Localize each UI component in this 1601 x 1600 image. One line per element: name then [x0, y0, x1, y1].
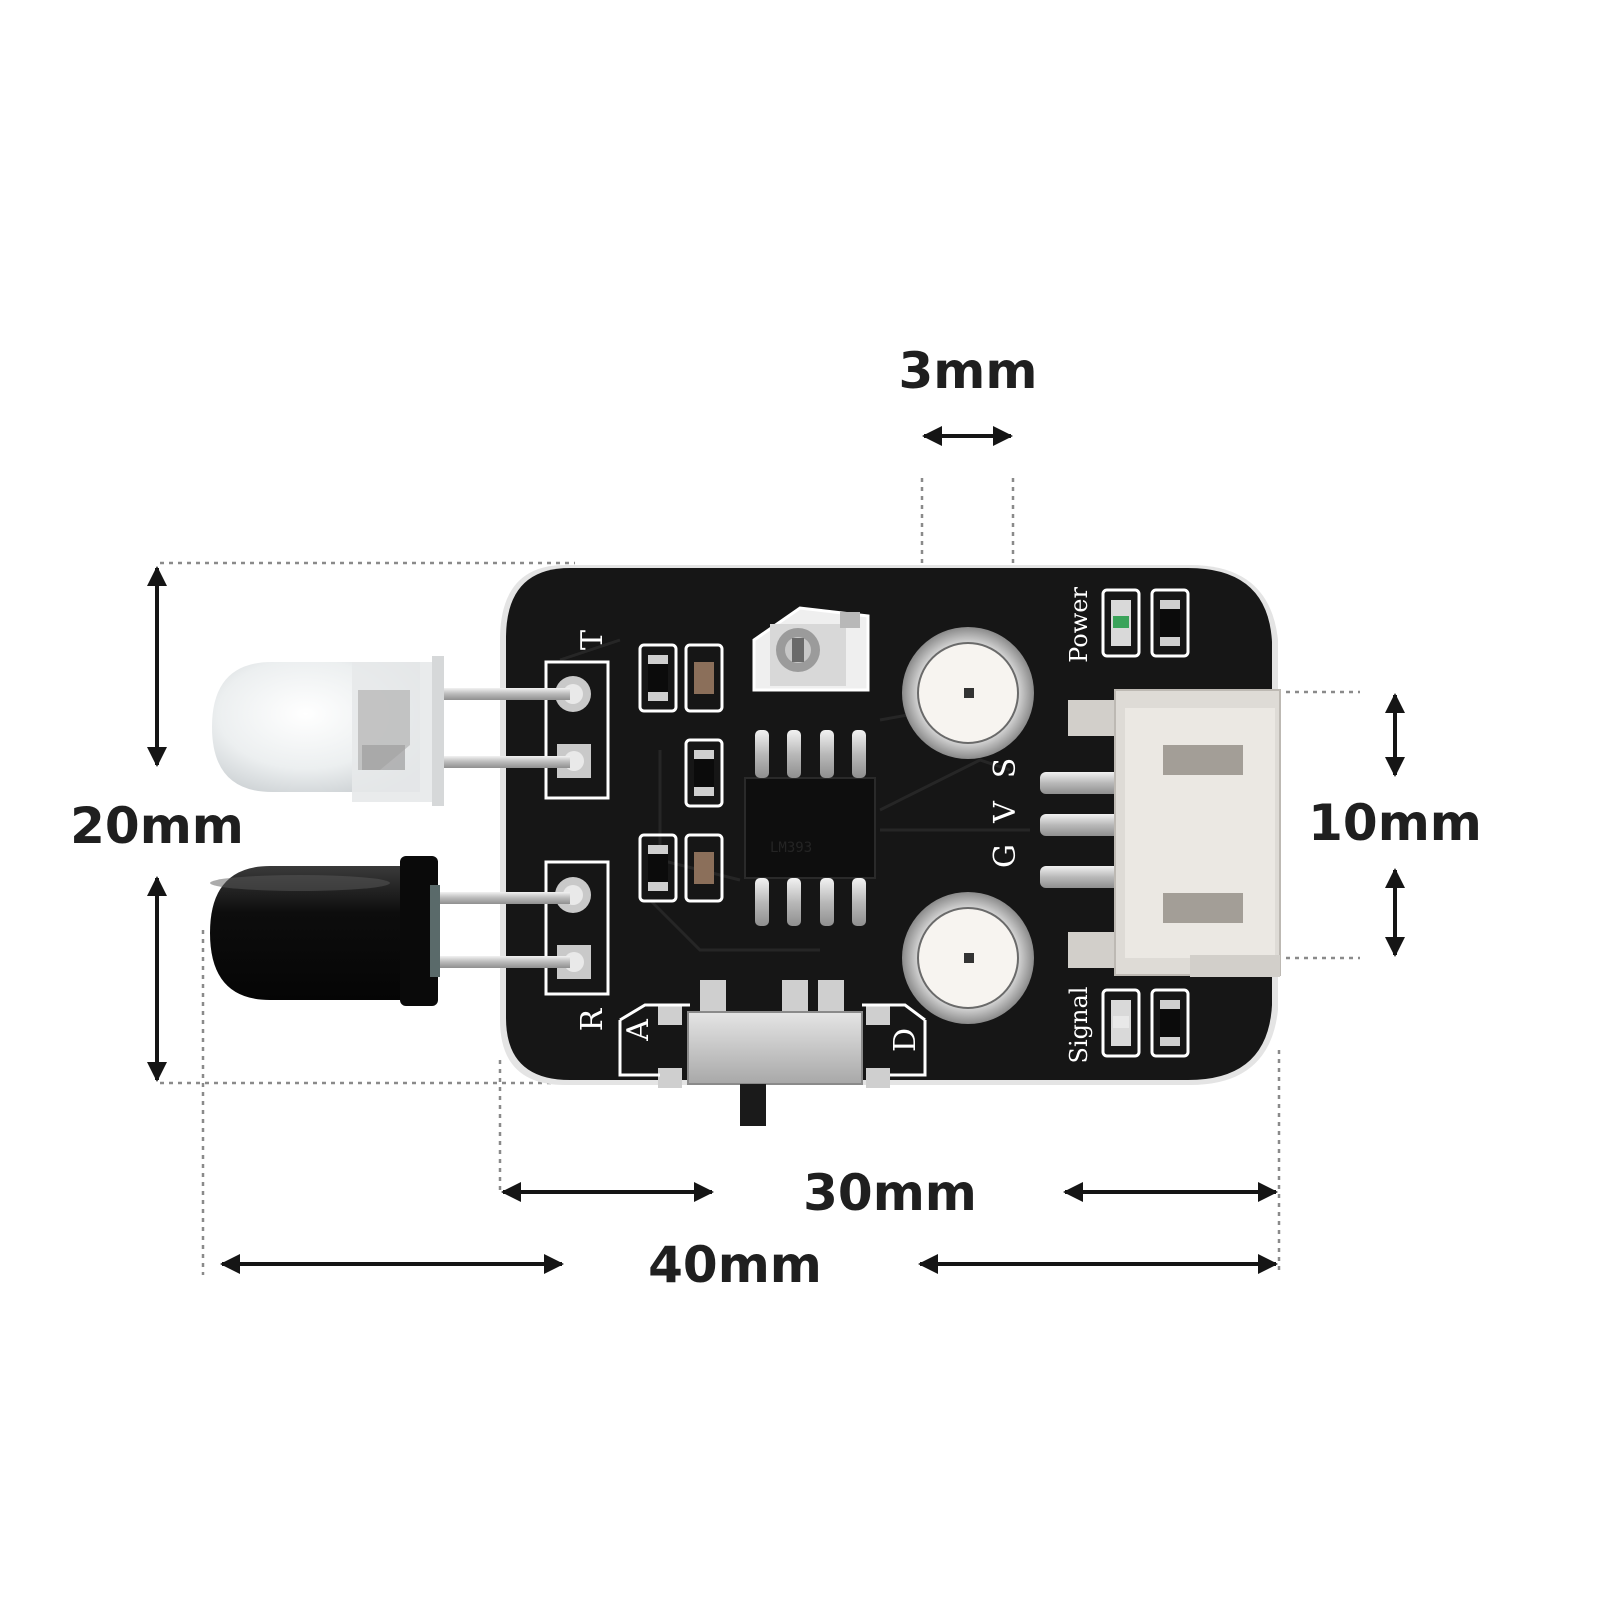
ir-receiver-led	[210, 856, 570, 1006]
board-width-dimension: 30mm	[501, 1164, 1278, 1222]
mode-switch	[658, 980, 890, 1126]
pin-g-label: G	[988, 844, 1023, 868]
hole-spacing-dimension: 10mm	[1308, 693, 1482, 957]
hole-spacing-label: 10mm	[1308, 794, 1482, 852]
silkscreen-labels: T R A D G V S Power Signal	[575, 587, 1093, 1077]
signal-label: Signal	[1065, 987, 1093, 1064]
mounting-hole-bottom	[902, 892, 1034, 1024]
svg-text:LM393: LM393	[770, 840, 812, 856]
power-label: Power	[1065, 587, 1093, 663]
board-width-label: 30mm	[803, 1164, 977, 1222]
analog-label: A	[621, 1019, 656, 1042]
overall-width-dimension: 40mm	[220, 1236, 1278, 1294]
potentiometer	[752, 606, 870, 692]
pin-s-label: S	[988, 758, 1023, 779]
smd-components	[638, 588, 1190, 1058]
board-height-dimension: 20mm	[70, 566, 244, 1082]
transmitter-label: T	[575, 630, 610, 650]
comparator-ic: LM393	[744, 730, 876, 926]
pin-v-label: V	[988, 800, 1023, 824]
board-height-label: 20mm	[70, 797, 244, 855]
mounting-hole-top	[902, 627, 1034, 759]
overall-width-label: 40mm	[648, 1236, 822, 1294]
ir-transmitter-led	[212, 656, 570, 806]
hole-diameter-label: 3mm	[899, 342, 1038, 400]
receiver-label: R	[575, 1007, 610, 1031]
digital-label: D	[888, 1028, 923, 1052]
hole-diameter-dimension: 3mm	[899, 342, 1038, 446]
sensor-board: LM393	[500, 565, 1281, 1126]
jst-connector	[1040, 689, 1281, 977]
